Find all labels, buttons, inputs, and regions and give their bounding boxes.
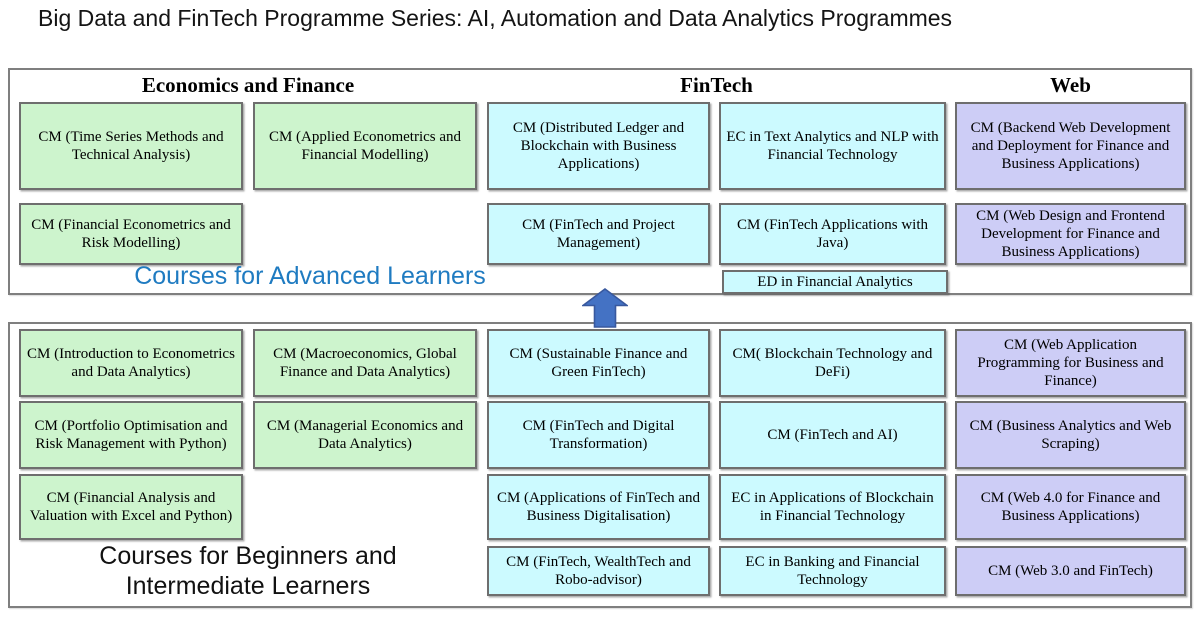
course-box: EC in Banking and Financial Technology bbox=[719, 546, 946, 596]
course-box: EC in Applications of Blockchain in Fina… bbox=[719, 474, 946, 540]
course-box: CM (Financial Econometrics and Risk Mode… bbox=[19, 203, 243, 265]
course-box: CM (FinTech and Digital Transformation) bbox=[487, 401, 710, 469]
column-header-fintech: FinTech bbox=[680, 73, 753, 97]
beginner-label-line1: Courses for Beginners and bbox=[99, 542, 397, 570]
course-box: CM (Sustainable Finance and Green FinTec… bbox=[487, 329, 710, 397]
course-box: CM (FinTech and Project Management) bbox=[487, 203, 710, 265]
course-box: CM (Managerial Economics and Data Analyt… bbox=[253, 401, 477, 469]
course-box: CM (Distributed Ledger and Blockchain wi… bbox=[487, 102, 710, 190]
course-box: CM (FinTech and AI) bbox=[719, 401, 946, 469]
advanced-courses-panel: Economics and Finance FinTech Web CM (Ti… bbox=[8, 68, 1192, 295]
course-box: CM (FinTech Applications with Java) bbox=[719, 203, 946, 265]
beginner-learners-label: Courses for Beginners and Intermediate L… bbox=[19, 542, 477, 601]
course-box: CM (Web 4.0 for Finance and Business App… bbox=[955, 474, 1186, 540]
course-box: CM (FinTech, WealthTech and Robo-advisor… bbox=[487, 546, 710, 596]
beginner-label-line2: Intermediate Learners bbox=[125, 571, 371, 600]
up-arrow-icon bbox=[582, 288, 628, 328]
course-box: CM( Blockchain Technology and DeFi) bbox=[719, 329, 946, 397]
course-box: CM (Web Design and Frontend Development … bbox=[955, 203, 1186, 265]
course-box: ED in Financial Analytics bbox=[722, 270, 948, 294]
course-box: EC in Text Analytics and NLP with Financ… bbox=[719, 102, 946, 190]
course-box: CM (Web 3.0 and FinTech) bbox=[955, 546, 1186, 596]
page-title: Big Data and FinTech Programme Series: A… bbox=[38, 5, 953, 31]
course-box: CM (Portfolio Optimisation and Risk Mana… bbox=[19, 401, 243, 469]
column-header-web: Web bbox=[1050, 73, 1091, 97]
course-box: CM (Applications of FinTech and Business… bbox=[487, 474, 710, 540]
course-box: CM (Web Application Programming for Busi… bbox=[955, 329, 1186, 397]
course-box: CM (Backend Web Development and Deployme… bbox=[955, 102, 1186, 190]
column-header-economics-and-finance: Economics and Finance bbox=[141, 73, 355, 97]
course-box: CM (Applied Econometrics and Financial M… bbox=[253, 102, 477, 190]
beginner-courses-panel: CM (Introduction to Econometrics and Dat… bbox=[8, 322, 1192, 608]
course-box: CM (Introduction to Econometrics and Dat… bbox=[19, 329, 243, 397]
course-box: CM (Macroeconomics, Global Finance and D… bbox=[253, 329, 477, 397]
course-box: CM (Business Analytics and Web Scraping) bbox=[955, 401, 1186, 469]
course-box: CM (Financial Analysis and Valuation wit… bbox=[19, 474, 243, 540]
advanced-learners-label: Courses for Advanced Learners bbox=[134, 262, 486, 290]
course-box: CM (Time Series Methods and Technical An… bbox=[19, 102, 243, 190]
